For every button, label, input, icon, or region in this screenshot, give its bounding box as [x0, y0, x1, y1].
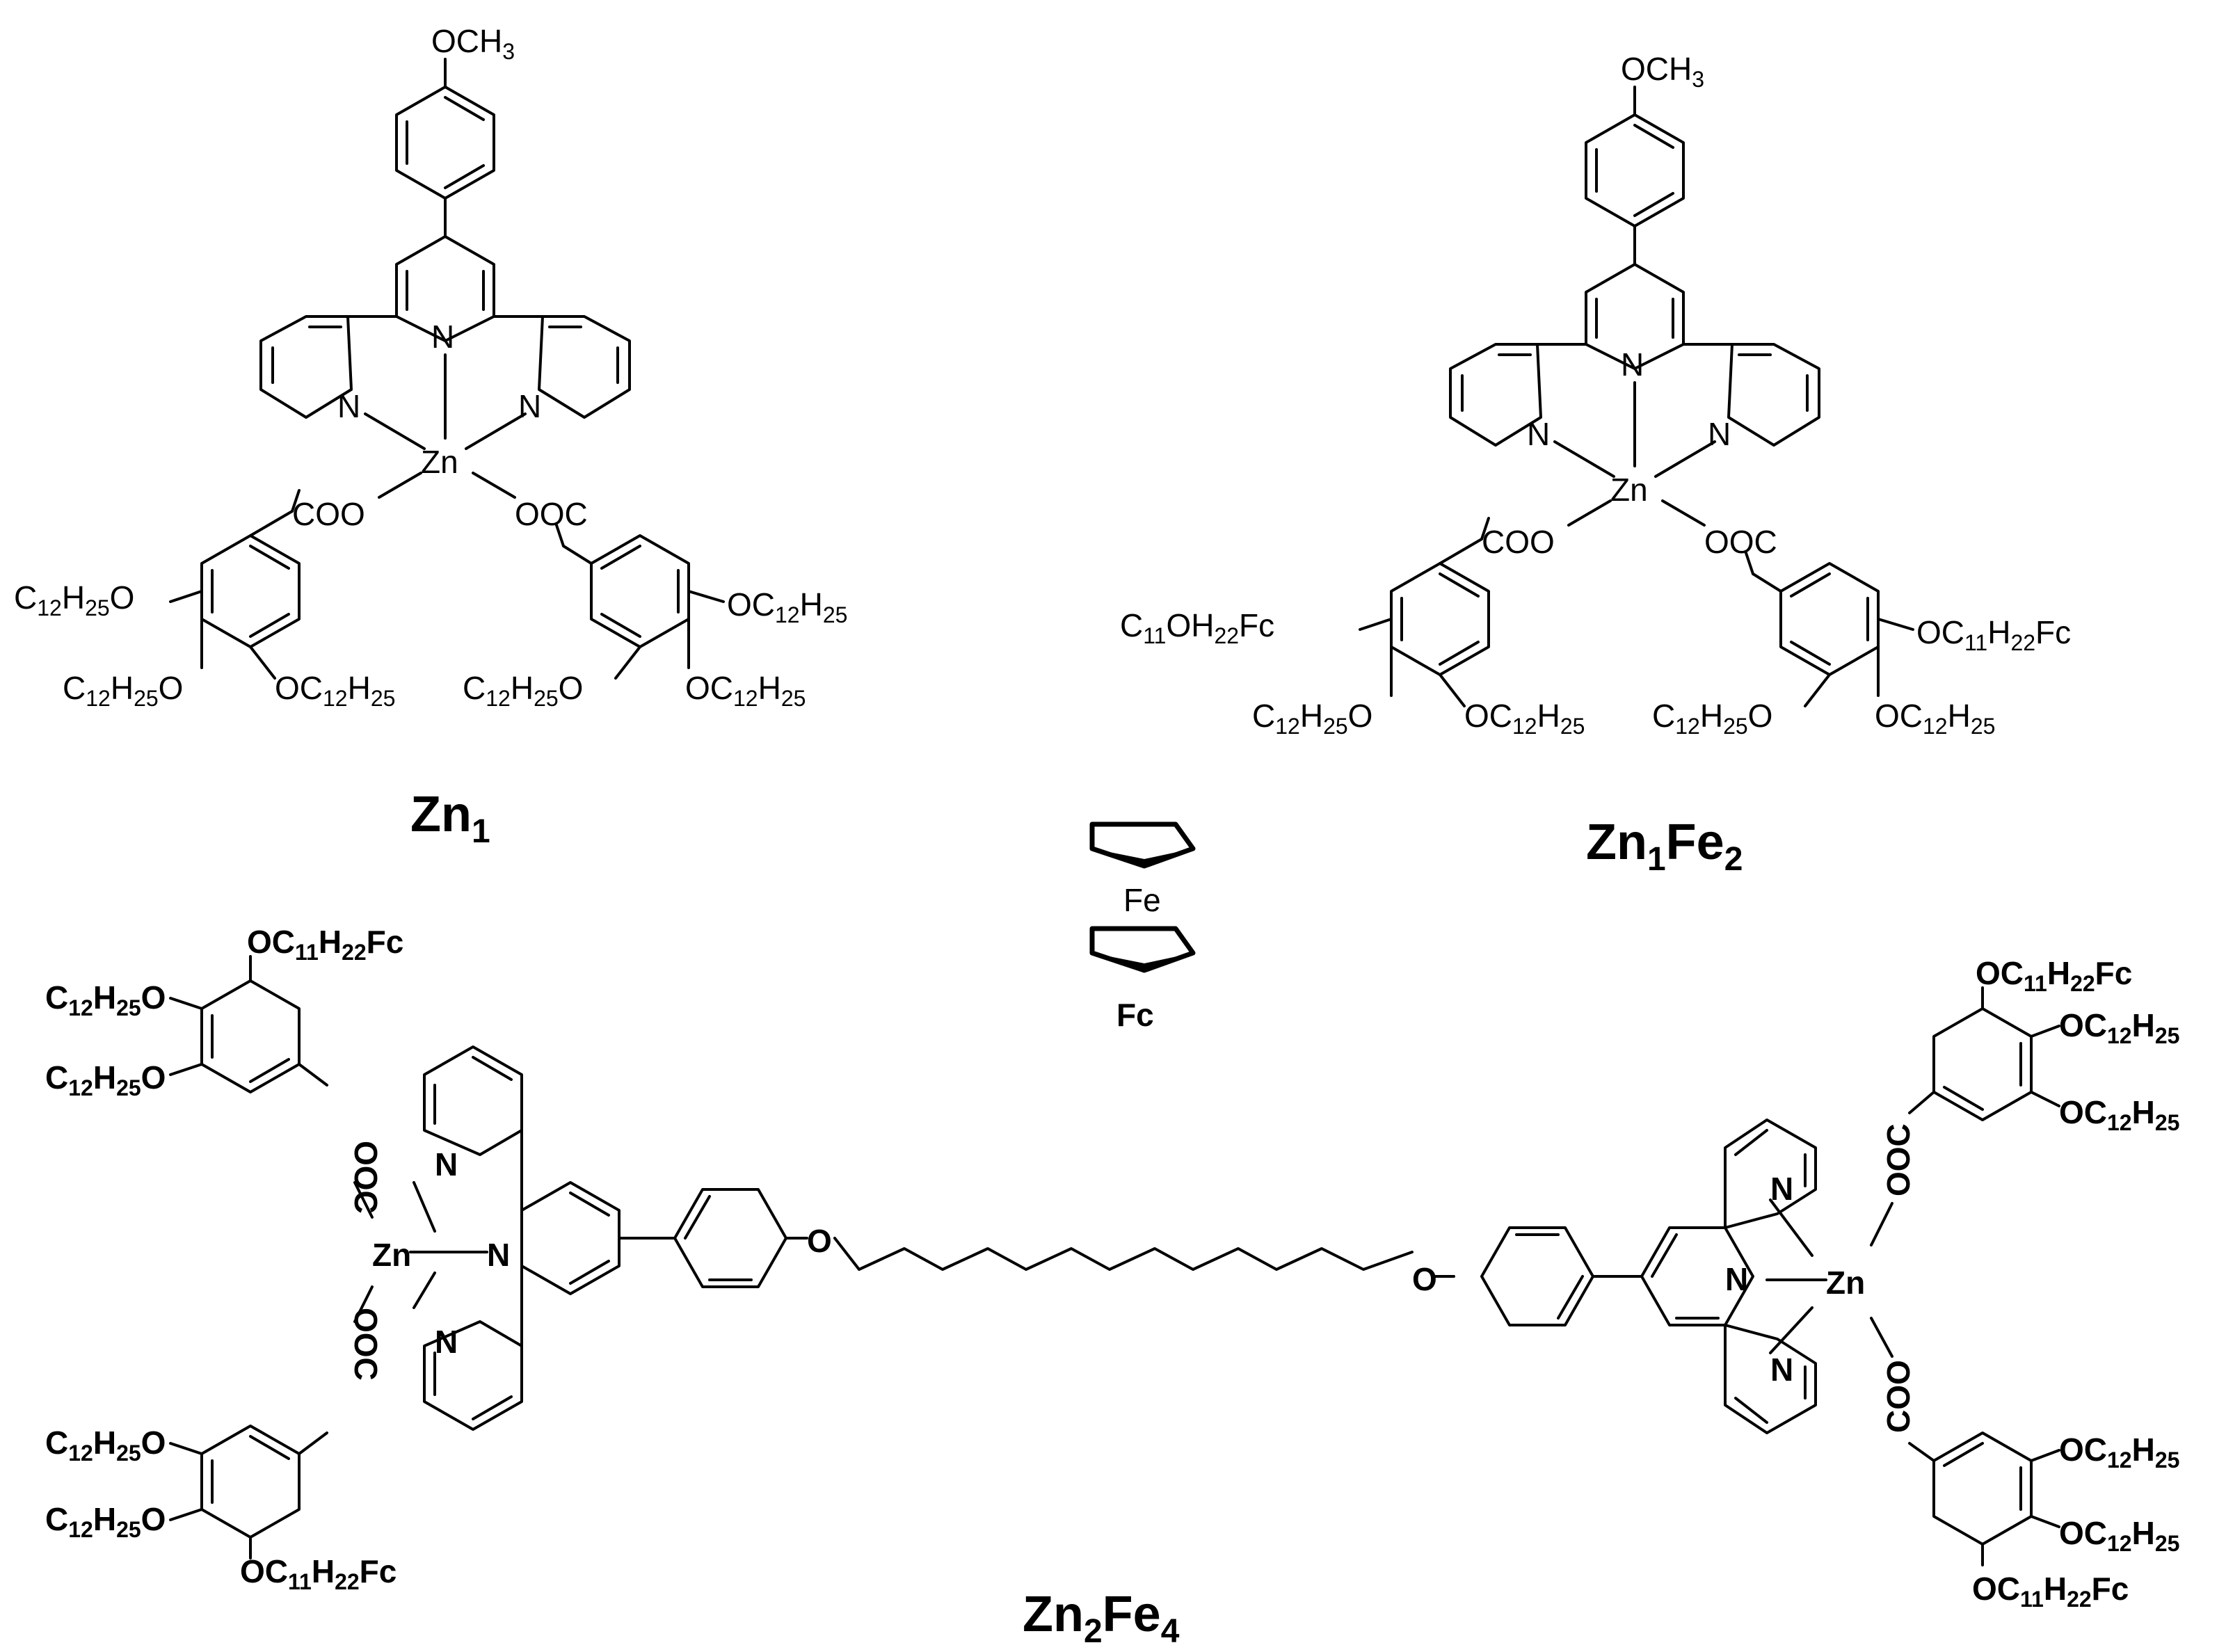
zn1-right-pyridine — [538, 315, 631, 419]
fc-fe-label: Fe — [1123, 882, 1161, 918]
zn1-zn-label: Zn — [421, 444, 458, 480]
zn2fe4-left-top-gallate — [200, 979, 301, 1093]
zn1fe2-n-central: N — [1621, 346, 1644, 383]
zn1fe2-chain-2: C12H25O — [1252, 698, 1372, 739]
zn2fe4-zn-left: Zn — [372, 1237, 411, 1273]
zn2fe4-alkyl-chain — [833, 1237, 1414, 1271]
fc-title: Fc — [1116, 997, 1154, 1033]
zn2fe4-chain-lb-fc: OC11H22Fc — [240, 1553, 397, 1594]
zn2fe4-chain-rt-1: OC12H25 — [2059, 1007, 2179, 1048]
zn2fe4-chain-rt-2: OC12H25 — [2059, 1094, 2179, 1135]
zn1-left-benzoate-ring — [200, 534, 301, 648]
zn1-structure: OCH3 N N N Zn COO OOC C12H25O C12H25O OC… — [14, 23, 847, 850]
zn2fe4-right-top-gallate — [1932, 1007, 2033, 1121]
zn1-chain-1: C12H25O — [14, 579, 134, 620]
zn1-right-benzoate-ring — [590, 534, 690, 648]
zn1fe2-n-left: N — [1527, 416, 1550, 452]
zn2fe4-right-top-pyridine — [1724, 1118, 1817, 1229]
zn1fe2-chain-5: C12H25O — [1652, 698, 1772, 739]
zn2fe4-n-lt: N — [435, 1146, 458, 1182]
zn2fe4-o-left: O — [807, 1223, 832, 1259]
zn1-coo-label: COO — [292, 496, 365, 532]
zn2fe4-n-lb: N — [435, 1324, 458, 1360]
zn2fe4-o-right: O — [1412, 1261, 1437, 1297]
zn2fe4-chain-rb-2: OC12H25 — [2059, 1515, 2179, 1556]
zn2fe4-left-central-pyridine — [520, 1181, 620, 1295]
zn2fe4-chain-rb-1: OC12H25 — [2059, 1432, 2179, 1473]
zn1-n-left: N — [337, 388, 360, 424]
zn1-chain-6: OC12H25 — [685, 670, 806, 711]
zn1fe2-ooc-label: OOC — [1704, 524, 1777, 560]
zn2fe4-chain-lt-2: C12H25O — [45, 1059, 166, 1100]
zn2fe4-n-rt: N — [1770, 1171, 1793, 1207]
zn1-left-pyridine — [259, 315, 353, 419]
zn2fe4-chain-lt-1: C12H25O — [45, 979, 166, 1020]
zn1-central-pyridine — [395, 235, 495, 342]
zn1-n-central: N — [431, 319, 454, 355]
zn2fe4-n-lc: N — [487, 1237, 510, 1273]
zn2fe4-right-phenyl — [1480, 1226, 1594, 1326]
zn1-ome-label: OCH3 — [431, 23, 515, 64]
zn1fe2-chain-fc-left: C11OH22Fc — [1120, 607, 1274, 648]
zn1fe2-title: Zn1Fe2 — [1586, 815, 1743, 878]
zn2fe4-chain-rb-fc: OC11H22Fc — [1972, 1571, 2129, 1612]
zn2fe4-n-rb: N — [1770, 1352, 1793, 1388]
zn2fe4-left-bottom-gallate — [200, 1425, 301, 1539]
zn2fe4-right-bottom-pyridine — [1724, 1324, 1817, 1434]
zn2fe4-ooc-rt: OOC — [1880, 1123, 1916, 1196]
zn2fe4-right-bottom-gallate — [1932, 1432, 2033, 1546]
zn2fe4-structure: N N N Zn O O N N N Zn OOC OOC OOC COO OC… — [45, 924, 2179, 1650]
zn1fe2-chain-6: OC12H25 — [1875, 698, 1995, 739]
zn1fe2-chain-3: OC12H25 — [1464, 698, 1585, 739]
zn2fe4-left-top-pyridine — [423, 1045, 523, 1156]
zn1fe2-ome-label: OCH3 — [1621, 51, 1704, 92]
zn1fe2-n-right: N — [1708, 416, 1731, 452]
zn1-phenyl-ring — [395, 86, 495, 200]
zn1-n-right: N — [518, 388, 541, 424]
zn2fe4-zn-right: Zn — [1826, 1265, 1865, 1301]
zn1fe2-structure: OCH3 N N N Zn COO OOC C11OH22Fc C12H25O … — [1120, 51, 2071, 878]
zn2fe4-ooc-lb: OOC — [348, 1308, 384, 1381]
zn2fe4-title: Zn2Fe4 — [1023, 1587, 1180, 1650]
zn2fe4-right-central-pyridine — [1640, 1226, 1754, 1326]
zn2fe4-left-phenyl — [673, 1188, 787, 1288]
zn1-chain-5: C12H25O — [463, 670, 583, 711]
zn1fe2-zn-label: Zn — [1610, 472, 1648, 508]
zn1fe2-chain-fc-right: OC11H22Fc — [1916, 614, 2071, 655]
zn1fe2-coo-label: COO — [1482, 524, 1555, 560]
zn1-chain-4: OC12H25 — [727, 586, 847, 627]
zn2fe4-chain-lt-fc: OC11H22Fc — [247, 924, 403, 965]
zn1-ooc-label: OOC — [515, 496, 588, 532]
zn2fe4-coo-rb: COO — [1880, 1360, 1916, 1433]
zn2fe4-chain-rt-fc: OC11H22Fc — [1976, 955, 2132, 996]
zn2fe4-left-bottom-pyridine — [423, 1320, 523, 1431]
ferrocene-structure: Fe Fc — [1089, 821, 1196, 1033]
zn1-chain-2: C12H25O — [63, 670, 183, 711]
zn2fe4-chain-lb-1: C12H25O — [45, 1425, 166, 1466]
zn1-chain-3: OC12H25 — [275, 670, 395, 711]
zn2fe4-n-rc: N — [1725, 1261, 1748, 1297]
zn2fe4-ooc-lt: OOC — [348, 1141, 384, 1214]
zn1-title: Zn1 — [410, 787, 490, 850]
zn2fe4-chain-lb-2: C12H25O — [45, 1501, 166, 1542]
